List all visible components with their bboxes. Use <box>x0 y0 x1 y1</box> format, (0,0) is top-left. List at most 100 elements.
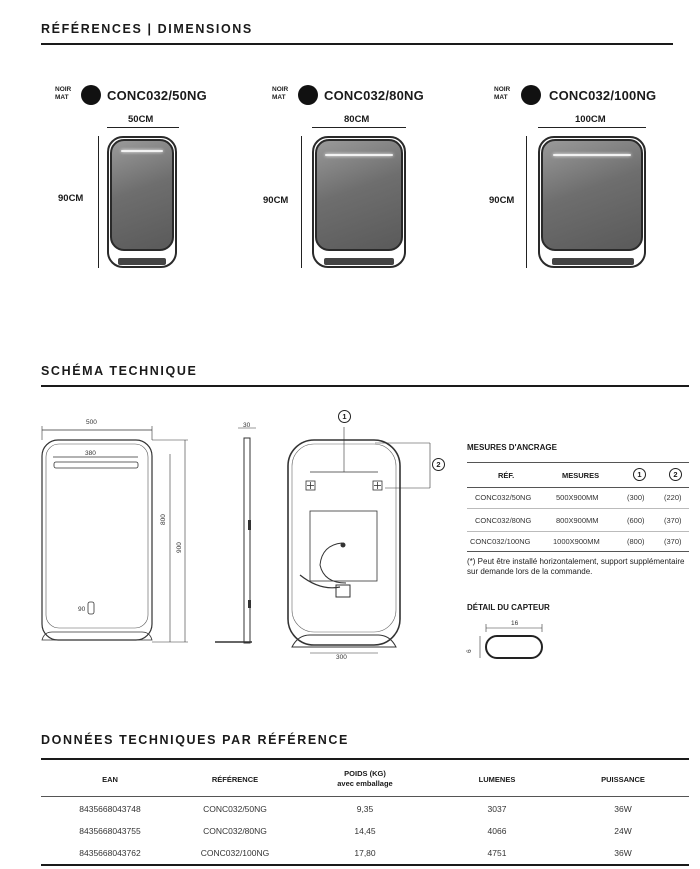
width-dimension-line <box>107 127 179 128</box>
led-strip <box>553 154 631 156</box>
anchorage-row-divider <box>467 531 689 532</box>
anchorage-note: (*) Peut être installé horizontalement, … <box>467 557 685 576</box>
width-dimension-line <box>312 127 406 128</box>
finish-line2: MAT <box>272 94 286 101</box>
led-strip-outline <box>53 461 139 469</box>
width-label: 80CM <box>344 114 370 125</box>
led-strip <box>325 154 393 156</box>
height-dimension-line <box>98 136 99 268</box>
front-sensor-label: 90 <box>78 606 86 613</box>
mirror-glass <box>541 139 643 251</box>
anchorage-cell: CONC032/80NG <box>475 516 532 525</box>
anchorage-head-callout1-icon: 1 <box>633 468 646 481</box>
finish-line1: NOIR <box>494 86 511 93</box>
finish-label: NOIR MAT <box>272 86 288 102</box>
anchorage-cell: (370) <box>664 537 682 546</box>
anchorage-head-callout2-icon: 2 <box>669 468 682 481</box>
width-label: 100CM <box>575 114 606 125</box>
table-cell-lumens: 4751 <box>487 848 507 858</box>
anchorage-cell: (300) <box>627 493 645 502</box>
anchorage-cell: (600) <box>627 516 645 525</box>
height-label: 90CM <box>263 195 289 206</box>
callout-1-icon: 1 <box>338 410 351 423</box>
table-cell-ref: CONC032/50NG <box>203 804 267 814</box>
schema-rule <box>41 385 689 387</box>
anchorage-cell: CONC032/100NG <box>470 537 531 546</box>
front-led-label: 380 <box>85 450 96 457</box>
technical-rule-top <box>41 758 689 760</box>
sensor-title: DÉTAIL DU CAPTEUR <box>467 603 550 612</box>
table-cell-ean: 8435668043762 <box>79 848 141 858</box>
callout-2-icon: 2 <box>432 458 445 471</box>
back-view-drawing <box>287 427 431 654</box>
mirror-glass <box>315 139 403 251</box>
sensor-outline <box>87 601 95 615</box>
anchorage-cell: (800) <box>627 537 645 546</box>
color-swatch-black <box>298 85 318 105</box>
finish-line1: NOIR <box>55 86 72 93</box>
col-weight-sub: avec emballage <box>337 779 393 788</box>
sensor-height-label: 6 <box>466 649 473 653</box>
col-lumens: LUMENES <box>478 775 516 784</box>
height-dimension-line <box>526 136 527 268</box>
col-weight: POIDS (KG) <box>344 769 386 778</box>
mirror-shelf <box>552 258 634 265</box>
table-cell-ref: CONC032/100NG <box>200 848 270 858</box>
finish-line2: MAT <box>55 94 69 101</box>
color-swatch-black <box>81 85 101 105</box>
mirror-glass <box>110 139 174 251</box>
col-reference: RÉFÉRENCE <box>211 775 259 784</box>
table-cell-ref: CONC032/80NG <box>203 826 267 836</box>
side-depth-label: 30 <box>243 422 251 429</box>
finish-line2: MAT <box>494 94 508 101</box>
finish-line1: NOIR <box>272 86 289 93</box>
table-cell-lumens: 4066 <box>487 826 507 836</box>
anchorage-rule-top <box>467 462 689 463</box>
back-bottom-label: 300 <box>336 654 347 661</box>
table-cell-weight: 17,80 <box>354 848 376 858</box>
led-strip <box>121 150 163 152</box>
anchorage-cell: CONC032/50NG <box>475 493 532 502</box>
table-cell-weight: 14,45 <box>354 826 376 836</box>
anchorage-title: MESURES D'ANCRAGE <box>467 443 557 452</box>
mirror-frame <box>107 136 177 268</box>
height-label: 90CM <box>489 195 515 206</box>
anchorage-row-divider <box>467 508 689 509</box>
table-cell-power: 36W <box>614 804 632 814</box>
anchorage-cell: 500X900MM <box>556 493 599 502</box>
driver-box <box>309 510 378 582</box>
table-cell-ean: 8435668043755 <box>79 826 141 836</box>
model-name: CONC032/100NG <box>549 88 657 103</box>
anchorage-rule-head <box>467 487 689 488</box>
sensor-width-label: 16 <box>511 620 519 627</box>
anchorage-cell: 1000X900MM <box>553 537 600 546</box>
front-view-drawing <box>41 426 188 643</box>
table-cell-weight: 9,35 <box>356 804 374 814</box>
schema-title: SCHÉMA TECHNIQUE <box>41 364 198 378</box>
mirror-frame <box>538 136 646 268</box>
technical-rule-bottom <box>41 864 689 866</box>
height-label: 90CM <box>58 193 84 204</box>
col-ean: EAN <box>102 775 118 784</box>
anchorage-head-ref: RÉF. <box>498 471 515 480</box>
anchorage-rule-bottom <box>467 551 689 552</box>
mirror-shelf <box>324 258 394 265</box>
front-height-label: 900 <box>176 542 183 553</box>
table-cell-lumens: 3037 <box>487 804 507 814</box>
mirror-frame <box>312 136 406 268</box>
anchorage-cell: (220) <box>664 493 682 502</box>
technical-rule-head <box>41 796 689 797</box>
col-power: PUISSANCE <box>601 775 645 784</box>
anchorage-head-measures: MESURES <box>562 471 600 480</box>
model-name: CONC032/80NG <box>324 88 424 103</box>
mirror-shelf <box>118 258 166 265</box>
width-label: 50CM <box>128 114 154 125</box>
color-swatch-black <box>521 85 541 105</box>
finish-label: NOIR MAT <box>55 86 71 102</box>
front-width-label: 500 <box>86 419 97 426</box>
anchor-right <box>372 480 383 491</box>
table-cell-power: 36W <box>614 848 632 858</box>
anchorage-cell: (370) <box>664 516 682 525</box>
references-rule <box>41 43 673 45</box>
side-view-drawing <box>215 427 256 644</box>
